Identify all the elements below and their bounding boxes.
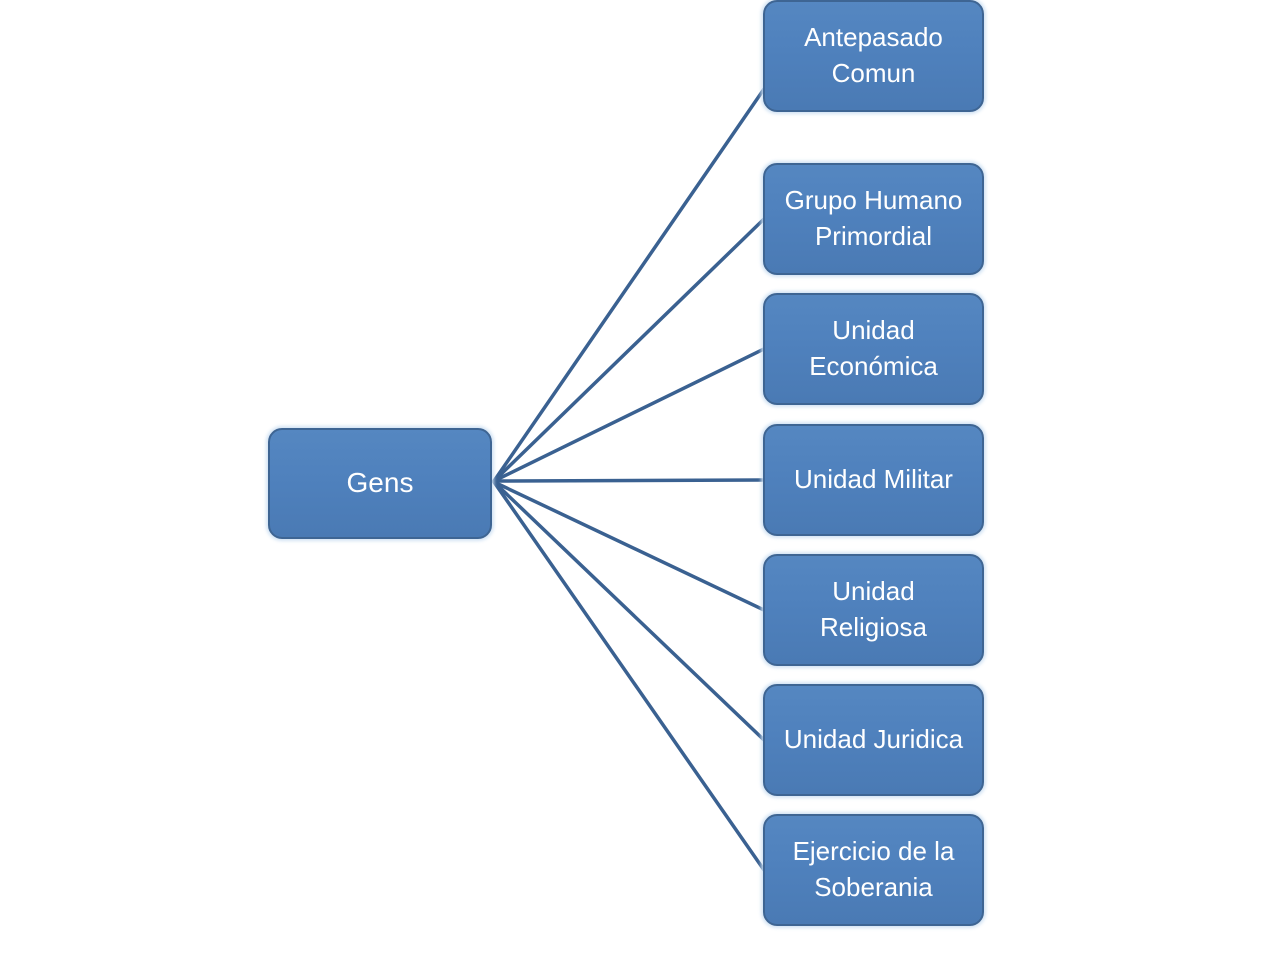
connector-line [492,480,766,612]
diagram-node-antepasado-comun: Antepasado Comun [763,0,984,112]
diagram-node-ejercicio-de-la-soberania: Ejercicio de la Soberania [763,814,984,926]
diagram-node-gens: Gens [268,428,492,539]
diagram-node-unidad-juridica: Unidad Juridica [763,684,984,796]
connector-line [492,480,766,742]
diagram-node-unidad-economica: Unidad Económica [763,293,984,405]
connector-line [492,87,766,483]
diagram-node-grupo-humano-primordial: Grupo Humano Primordial [763,163,984,275]
connector-line [492,347,766,483]
diagram-node-unidad-religiosa: Unidad Religiosa [763,554,984,666]
diagram-node-unidad-militar: Unidad Militar [763,424,984,536]
connector-line [492,478,766,483]
connector-line [492,217,766,483]
connector-line [492,480,766,872]
